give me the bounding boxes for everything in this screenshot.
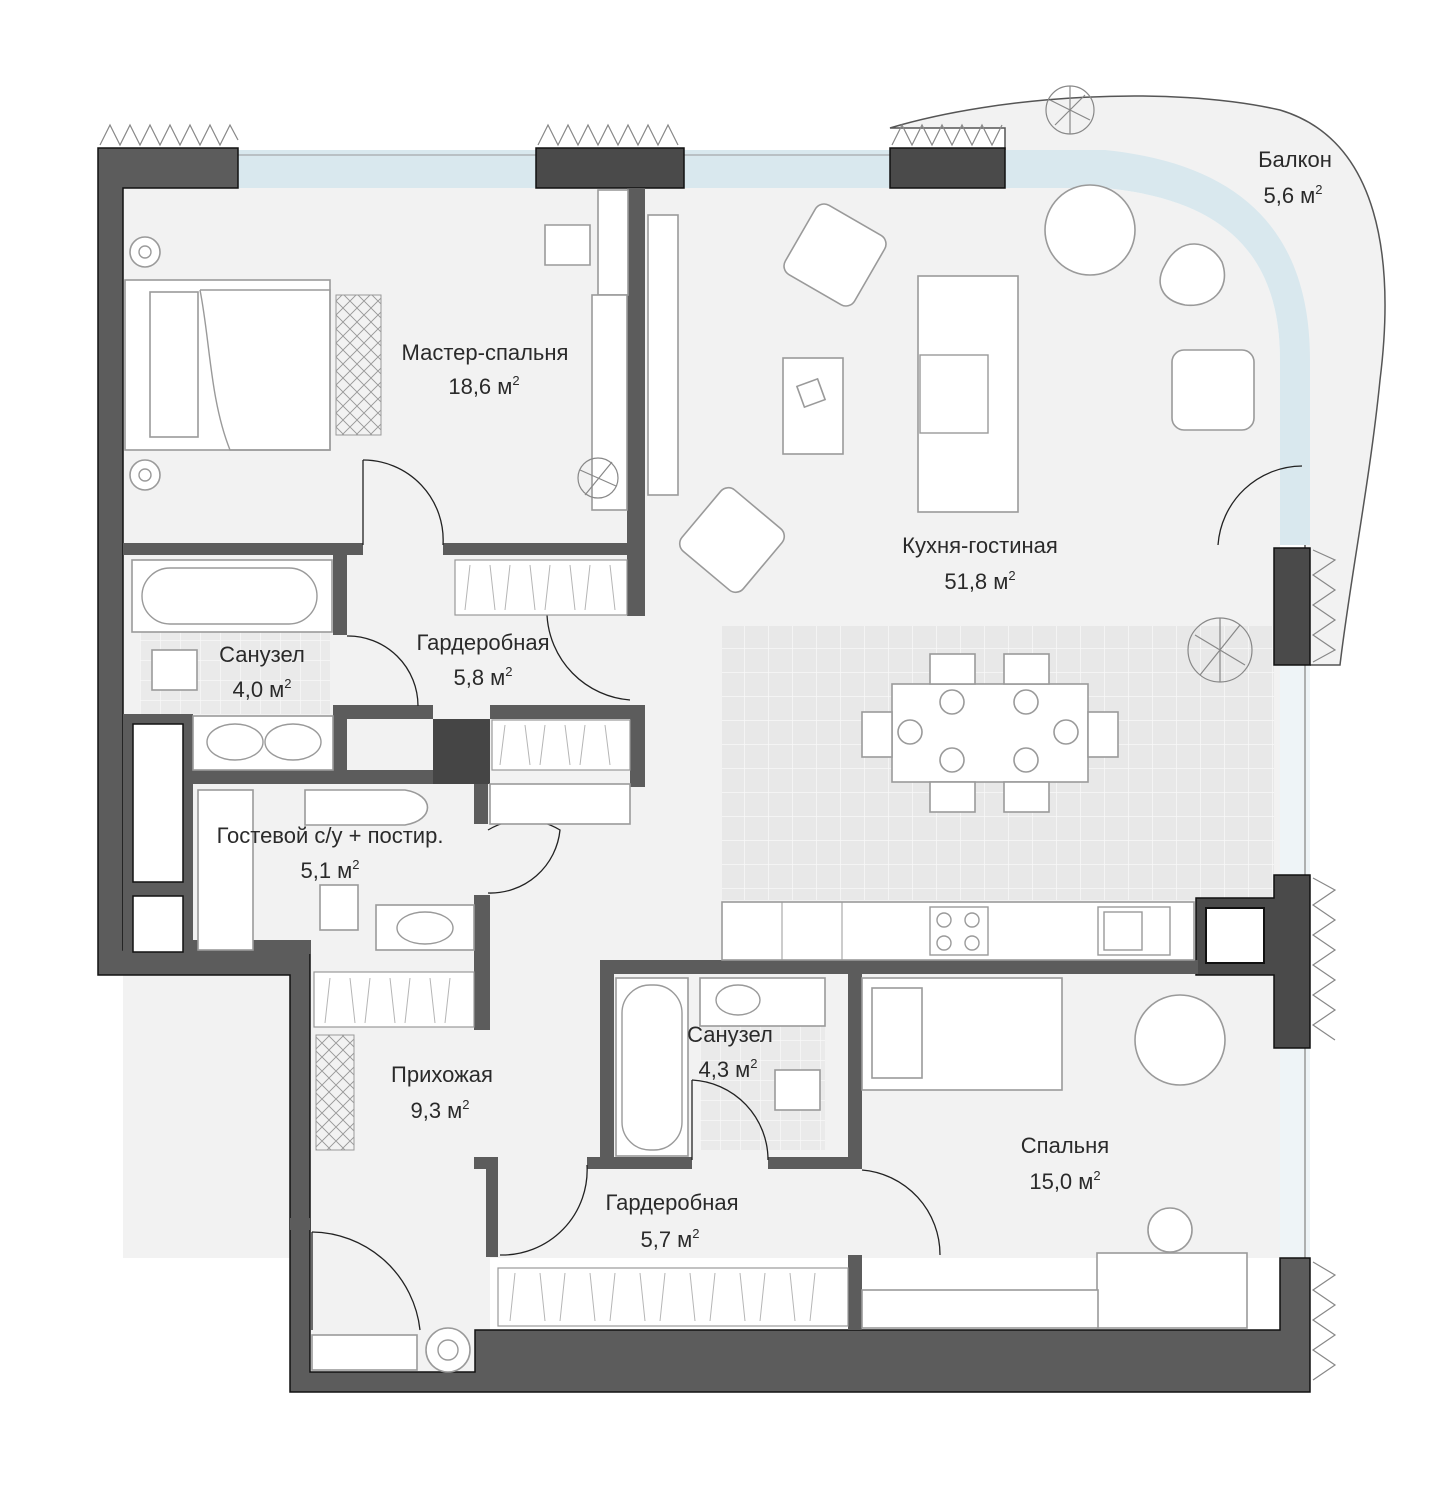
room-area-balcony: 5,6 м2 (1263, 182, 1322, 208)
room-area-hallway: 9,3 м2 (410, 1097, 469, 1123)
living-furniture (678, 184, 1255, 594)
room-area-wardrobe-1: 5,8 м2 (453, 664, 512, 690)
master-bed (124, 189, 679, 511)
room-area-bedroom: 15,0 м2 (1029, 1168, 1100, 1194)
room-name-wardrobe-1: Гардеробная (416, 630, 549, 655)
room-name-bedroom: Спальня (1021, 1133, 1109, 1158)
room-name-guest-wc: Гостевой с/у + постир. (217, 823, 444, 848)
bathroom-fixtures (131, 559, 826, 1373)
room-name-hallway: Прихожая (391, 1062, 493, 1087)
kitchen-counter (721, 901, 1195, 961)
dining-set (861, 653, 1119, 813)
room-name-bathroom-1: Санузел (219, 642, 305, 667)
bedroom-furniture (861, 977, 1248, 1329)
room-area-wardrobe-2: 5,7 м2 (640, 1226, 699, 1252)
room-area-guest-wc: 5,1 м2 (300, 857, 359, 883)
glazing (238, 150, 1310, 1258)
room-area-kitchen-living: 51,8 м2 (944, 568, 1015, 594)
room-name-master-bedroom: Мастер-спальня (402, 340, 569, 365)
plant-icon (577, 85, 1253, 683)
room-name-balcony: Балкон (1258, 147, 1332, 172)
room-labels: Мастер-спальня 18,6 м2 Санузел 4,0 м2 Га… (217, 147, 1332, 1252)
room-name-bathroom-2: Санузел (687, 1022, 773, 1047)
room-name-kitchen-living: Кухня-гостиная (902, 533, 1058, 558)
room-area-bathroom-1: 4,0 м2 (232, 676, 291, 702)
exterior-hatch (99, 123, 1337, 1381)
room-name-wardrobe-2: Гардеробная (605, 1190, 738, 1215)
room-area-bathroom-2: 4,3 м2 (698, 1056, 757, 1082)
room-area-master-bedroom: 18,6 м2 (448, 373, 519, 399)
exterior-walls (97, 147, 1311, 1393)
wardrobes (313, 559, 849, 1327)
